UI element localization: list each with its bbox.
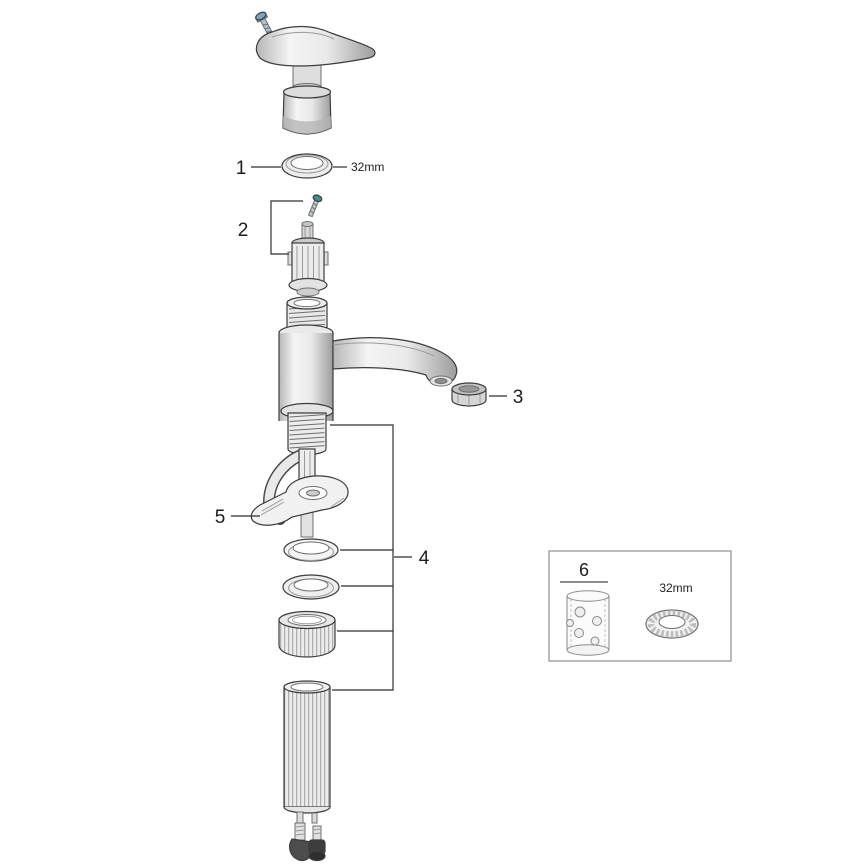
mounting-tool — [566, 590, 610, 656]
aerator — [451, 382, 487, 407]
part-3-callout: 3 — [489, 387, 523, 408]
cartridge — [287, 221, 329, 297]
check-valves — [289, 822, 326, 862]
part-6-label: 6 — [579, 560, 589, 580]
part-1-callout: 1 32mm — [236, 158, 385, 179]
part-4-callout: 4 — [330, 424, 430, 691]
part-2-bracket-line — [270, 200, 303, 255]
handle-cap — [282, 85, 332, 135]
o-ring-bottom — [282, 574, 340, 600]
part-3-label: 3 — [513, 387, 524, 408]
mounting-nut — [278, 610, 336, 658]
nut-ring-32mm — [645, 609, 699, 639]
part-5-callout: 5 — [215, 507, 260, 528]
part-1-label: 1 — [236, 158, 247, 179]
threaded-shank — [280, 402, 334, 456]
part-2-callout: 2 — [238, 200, 303, 255]
handle-lever — [255, 25, 376, 91]
part-1-size-label: 32mm — [351, 160, 384, 174]
shroud-tube — [283, 680, 331, 824]
part-2-label: 2 — [238, 220, 249, 241]
escutcheon-ring-32mm — [281, 153, 333, 179]
inset-box: 6 32mm — [548, 550, 732, 662]
part-6-size-label: 32mm — [659, 581, 692, 595]
cartridge-screw-icon — [307, 194, 323, 218]
o-ring-top — [283, 538, 339, 562]
part-4-bracket-line — [330, 424, 394, 691]
part-5-label: 5 — [215, 507, 226, 528]
part-4-label: 4 — [419, 548, 430, 569]
mounting-bracket — [250, 475, 349, 526]
